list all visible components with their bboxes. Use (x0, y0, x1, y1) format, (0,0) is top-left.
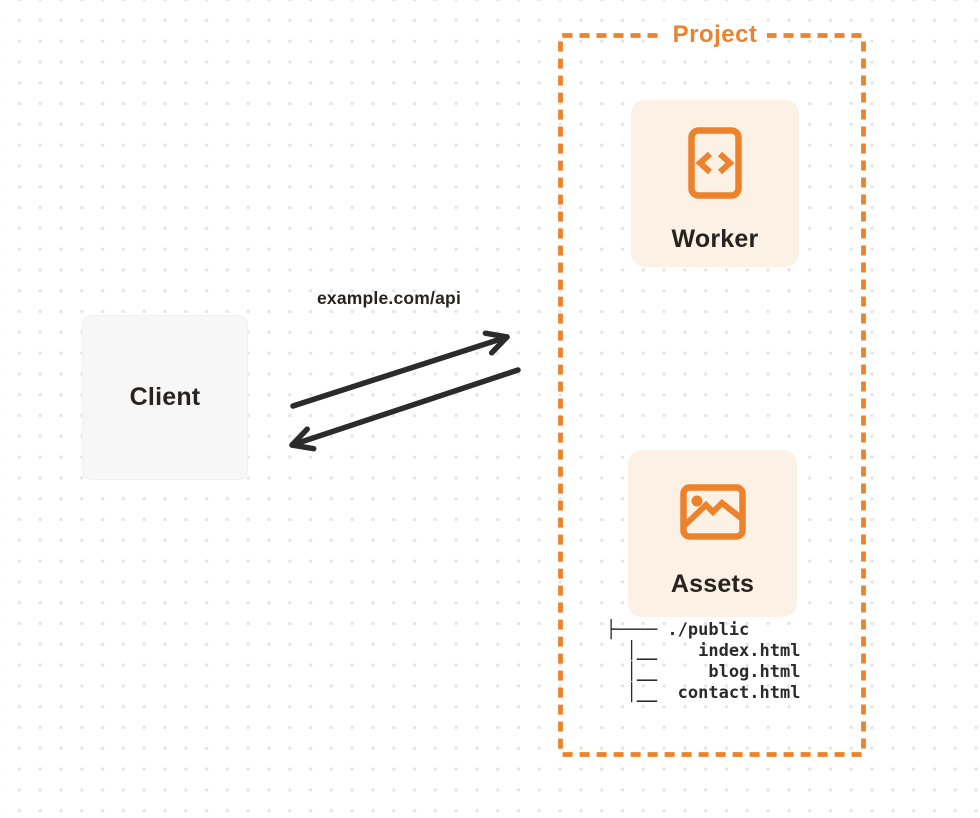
public-file-tree: ├──── ./public │__ index.html │__ blog.h… (606, 620, 801, 703)
worker-node: Worker (631, 100, 799, 267)
assets-label: Assets (670, 570, 755, 598)
request-route-label: example.com/api (316, 288, 462, 308)
response-arrowhead-icon (289, 426, 317, 452)
request-response-arrows (289, 330, 521, 452)
assets-node: Assets (628, 450, 797, 617)
project-label: Project (663, 20, 767, 50)
code-document-icon (688, 127, 742, 199)
client-node: Client (82, 315, 248, 480)
image-icon (679, 484, 746, 540)
client-label: Client (129, 383, 201, 411)
worker-label: Worker (671, 225, 759, 253)
response-arrow-line (289, 367, 521, 448)
request-arrow-line (290, 334, 510, 409)
request-arrowhead-icon (482, 330, 510, 356)
